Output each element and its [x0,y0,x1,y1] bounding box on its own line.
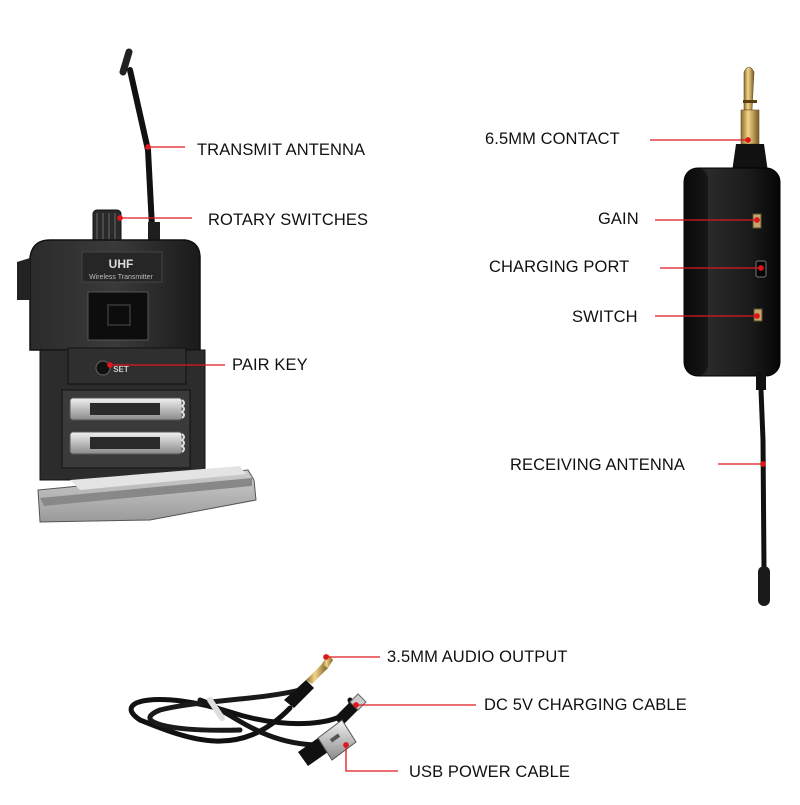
label-rotary-switches: ROTARY SWITCHES [208,211,369,229]
label-charging-port: CHARGING PORT [489,258,630,276]
jack-plug [743,66,755,111]
audio-plug [284,654,333,708]
leader-lines [107,137,766,772]
label-pair-key: PAIR KEY [232,356,308,374]
receiving-antenna [758,389,767,569]
label-charging-cable: DC 5V CHARGING CABLE [484,696,687,714]
model-text: Wireless Transmitter [89,274,153,281]
usb-plug [298,719,357,766]
label-gain: GAIN [598,210,639,228]
label-switch: SWITCH [572,308,638,326]
label-contact: 6.5MM CONTACT [485,130,620,148]
transmit-antenna [127,67,156,249]
label-audio-output: 3.5MM AUDIO OUTPUT [387,648,568,666]
brand-text: UHF [109,257,134,271]
transmitter: UHF Wireless Transmitter SET [17,48,257,523]
label-transmit-antenna: TRANSMIT ANTENNA [197,141,366,159]
receiver [683,66,781,606]
lcd-display [87,291,149,341]
pair-key-button[interactable] [95,360,111,376]
cables [128,687,354,748]
label-usb-cable: USB POWER CABLE [409,763,571,781]
set-text: SET [113,365,129,374]
label-receiving-antenna: RECEIVING ANTENNA [510,456,685,474]
cable-tie [207,697,225,721]
